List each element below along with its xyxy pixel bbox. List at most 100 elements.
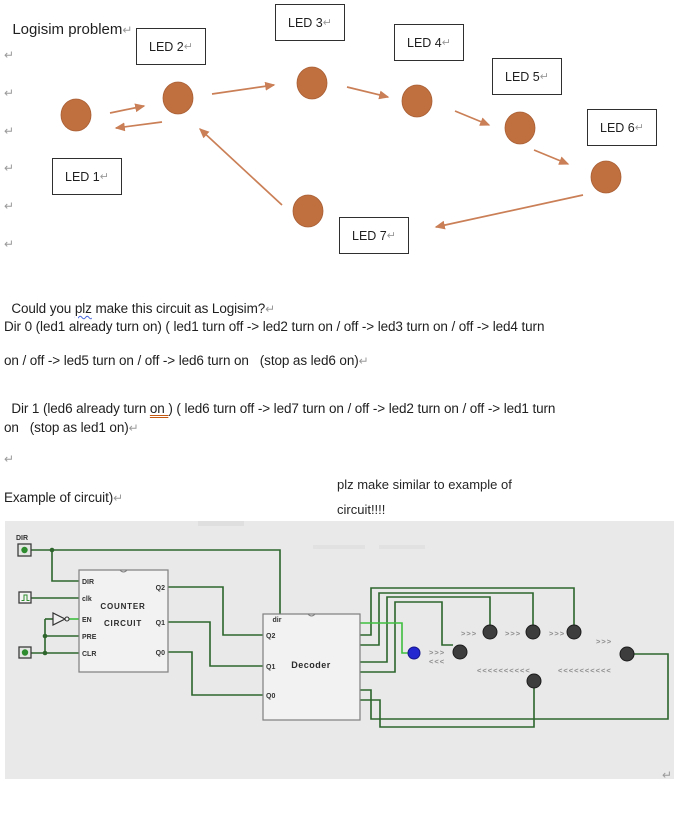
dir1-line1-text-on: on [149,401,169,416]
led4-label: LED 4 [407,35,442,50]
led1-shape[interactable] [60,98,92,132]
paragraph-mark: ↵ [358,354,369,368]
wire-junctions [42,547,55,656]
example-caption-text: Example of circuit) [4,490,114,505]
counter-pin-clr: CLR [82,651,96,658]
paragraph-mark: ↵ [4,199,15,213]
paragraph-mark: ↵ [4,124,15,138]
counter-pin-pre: PRE [82,634,97,641]
circuit-led4-off[interactable] [525,624,541,640]
paragraph-mark: ↵ [183,41,193,53]
decoder-block[interactable] [262,613,361,721]
circuit-led1-on[interactable] [407,646,421,660]
wire-q0 [168,651,263,696]
wire-q1 [168,621,263,667]
decoder-pin-q1: Q1 [266,664,275,671]
wire-decoder-out5 [360,601,453,673]
not-gate[interactable] [52,612,67,626]
wire-dir-to-decoder [31,549,281,614]
paragraph-mark: ↵ [634,122,644,134]
led4-label-box[interactable]: LED 4↵ [394,24,464,61]
circuit-led7-off[interactable] [526,673,542,689]
led1-label-box[interactable]: LED 1↵ [52,158,122,195]
arrow-led6-to-led7[interactable] [434,194,584,230]
paragraph-mark: ↵ [99,171,109,183]
counter-pin-q2: Q2 [156,585,165,592]
counter-notch [119,569,128,573]
circuit-led2-off[interactable] [452,644,468,660]
note-line2-text: circuit!!!! [337,502,386,517]
arrow-led1-to-led2[interactable] [109,103,146,114]
paragraph-mark: ↵ [662,768,673,782]
chevron-fwd: >>> [429,648,445,657]
led2-label-box[interactable]: LED 2↵ [136,28,206,65]
counter-pin-dir: DIR [82,579,94,586]
wire-dir-to-counter [51,550,79,582]
logisim-circuit-image[interactable]: DIR DIR clk EN PRE CLR Q2 Q1 Q0 COUNTER … [5,521,674,779]
circuit-wires-on [68,618,408,654]
not-gate-bubble [64,616,70,622]
dir1-line2: on (stop as led1 on)↵ [4,420,139,435]
note-line2: circuit!!!! [337,502,385,517]
chevron-fwd: >>> [549,629,565,638]
paragraph-mark: ↵ [441,37,451,49]
led1-label: LED 1 [65,169,100,184]
note-line1-text: plz make similar to example of [337,477,512,492]
paragraph-mark: ↵ [539,71,549,83]
wire-decoder-out6 [360,653,669,720]
chevron-back-long: <<<<<<<<<< [477,666,531,675]
question-paragraph: Could you plz make this circuit as Logis… [4,286,275,316]
led6-label-box[interactable]: LED 6↵ [587,109,657,146]
led2-label: LED 2 [149,39,184,54]
dir-pin-state-dot [21,546,28,554]
circuit-led3-off[interactable] [482,624,498,640]
image-artifact [313,545,365,549]
decoder-pin-dir: dir [273,617,282,624]
dir1-line1-text-c: ) ( led6 turn off -> led7 turn on / off … [168,401,556,416]
chevron-back-long: <<<<<<<<<< [558,666,612,675]
arrow-led2-to-led1[interactable] [114,121,163,132]
circuit-led6-off[interactable] [619,646,635,662]
circuit-led5-off[interactable] [566,624,582,640]
decoder-pin-q2: Q2 [266,633,275,640]
led7-label-box[interactable]: LED 7↵ [339,217,409,254]
decoder-pin-q0: Q0 [266,693,275,700]
paragraph-mark: ↵ [4,86,15,100]
clock-input-pin[interactable] [18,591,32,604]
paragraph-mark: ↵ [4,452,15,466]
arrow-led3-to-led4[interactable] [346,86,390,100]
note-line1: plz make similar to example of [337,477,512,492]
paragraph-mark: ↵ [4,161,15,175]
paragraph-mark: ↵ [122,23,133,37]
dir0-line2: on / off -> led5 turn on / off -> led6 t… [4,353,369,368]
wire-decoder-out7 [360,688,535,728]
led5-shape[interactable] [504,111,536,145]
dir1-line1-text-a: Dir 1 (led6 already turn [11,401,150,416]
dir-input-label: DIR [16,535,28,542]
arrow-led7-to-led2[interactable] [199,128,283,206]
circuit-wires-off [31,549,669,728]
arrow-led5-to-led6[interactable] [533,149,570,165]
question-text-plz: plz [74,301,92,316]
image-artifact [379,545,425,549]
dir1-line1: Dir 1 (led6 already turn on ) ( led6 tur… [4,386,555,416]
led2-shape[interactable] [162,81,194,115]
paragraph-mark: ↵ [386,230,396,242]
arrow-led2-to-led3[interactable] [211,81,276,95]
dir0-line2-text: on / off -> led5 turn on / off -> led6 t… [4,353,359,368]
led3-label-box[interactable]: LED 3↵ [275,4,345,41]
chevron-fwd: >>> [505,629,521,638]
led6-shape[interactable] [590,160,622,194]
counter-title-line1: COUNTER [100,602,145,611]
led3-shape[interactable] [296,66,328,100]
led7-shape[interactable] [292,194,324,228]
led5-label-box[interactable]: LED 5↵ [492,58,562,95]
paragraph-mark: ↵ [322,17,332,29]
wire-decoder-out3 [360,592,534,646]
counter-block[interactable] [78,569,169,673]
dir0-line1-text: Dir 0 (led1 already turn on) ( led1 turn… [4,319,545,334]
led-flow-diagram [60,66,622,230]
arrow-led4-to-led5[interactable] [454,110,491,126]
led4-shape[interactable] [401,84,433,118]
